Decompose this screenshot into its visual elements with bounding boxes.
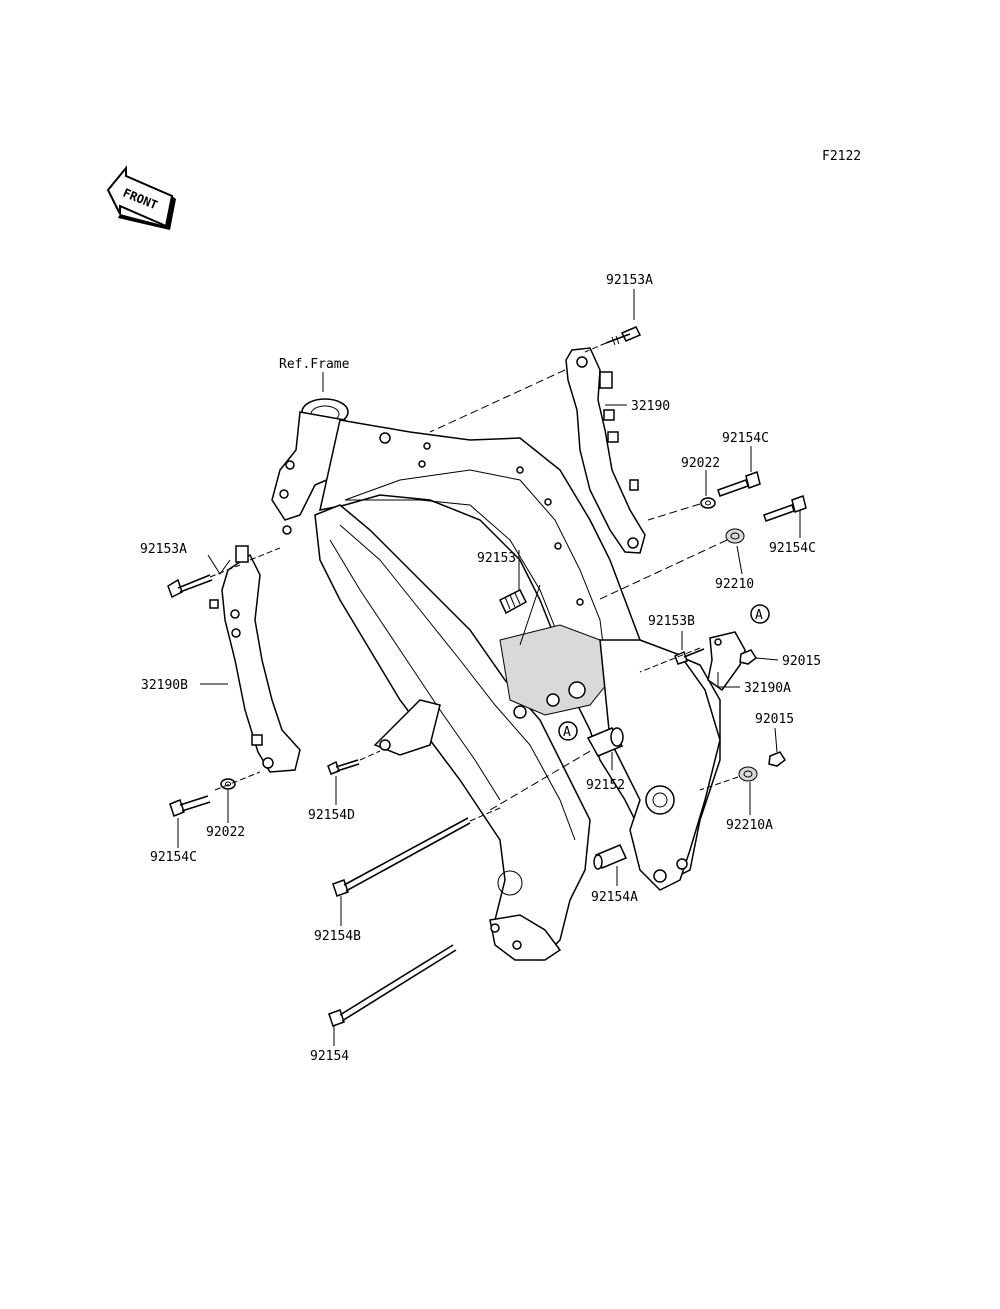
callout-92153A-top: 92153A [606, 273, 653, 288]
bolt-92154C-c [169, 795, 211, 817]
long-bolt-92154 [328, 944, 457, 1027]
nut-92210 [725, 528, 745, 544]
callout-92022-b: 92022 [206, 825, 245, 840]
reference-marker-a-top: A [750, 604, 770, 624]
bolt-92153B [674, 648, 705, 665]
svg-text:A: A [755, 608, 763, 623]
callout-32190B: 32190B [141, 678, 188, 693]
figure-code: F2122 [822, 149, 861, 164]
bolt-92154C-a [717, 471, 761, 497]
bracket-32190 [565, 347, 646, 554]
assembly-lines [209, 342, 739, 822]
bracket-32190B [209, 545, 301, 773]
bolt-92153A-top [605, 326, 642, 346]
callout-92210A: 92210A [726, 818, 773, 833]
callout-92153: 92153 [477, 551, 516, 566]
bolt-92154D [327, 759, 360, 775]
callout-92015-b: 92015 [755, 712, 794, 727]
nut-92015-b [768, 751, 787, 767]
callout-92153A-left: 92153A [140, 542, 187, 557]
callout-92210: 92210 [715, 577, 754, 592]
callout-92153B: 92153B [648, 614, 695, 629]
callout-92154C-c: 92154C [150, 850, 197, 865]
collar-92154A [593, 844, 628, 870]
nut-92210A [738, 766, 758, 782]
leader-lines [177, 289, 801, 1046]
callout-92154A: 92154A [591, 890, 638, 905]
callout-92015-a: 92015 [782, 654, 821, 669]
nut-92015-a [739, 649, 758, 665]
collar-92153 [499, 588, 527, 615]
bolt-92154C-b [763, 495, 807, 522]
callout-92152: 92152 [586, 778, 625, 793]
callout-92154C-a: 92154C [722, 431, 769, 446]
washer-92022-b [220, 778, 236, 790]
main-frame [271, 398, 721, 961]
callout-92154B: 92154B [314, 929, 361, 944]
reference-marker-a-mid: A [558, 721, 578, 741]
callout-92154: 92154 [310, 1049, 349, 1064]
callout-92022-a: 92022 [681, 456, 720, 471]
long-bolt-92154B [332, 817, 471, 897]
washer-92022-a [700, 497, 716, 509]
callout-ref-frame: Ref.Frame [279, 357, 350, 372]
front-arrow-icon: FRONT [106, 165, 176, 230]
callout-32190A: 32190A [744, 681, 791, 696]
callout-92154D: 92154D [308, 808, 355, 823]
spacer-92152 [586, 727, 624, 757]
callout-32190: 32190 [631, 399, 670, 414]
bolt-92153A-left [167, 574, 213, 599]
svg-text:A: A [563, 725, 571, 740]
callout-92154C-b: 92154C [769, 541, 816, 556]
bracket-32190A [707, 631, 746, 692]
